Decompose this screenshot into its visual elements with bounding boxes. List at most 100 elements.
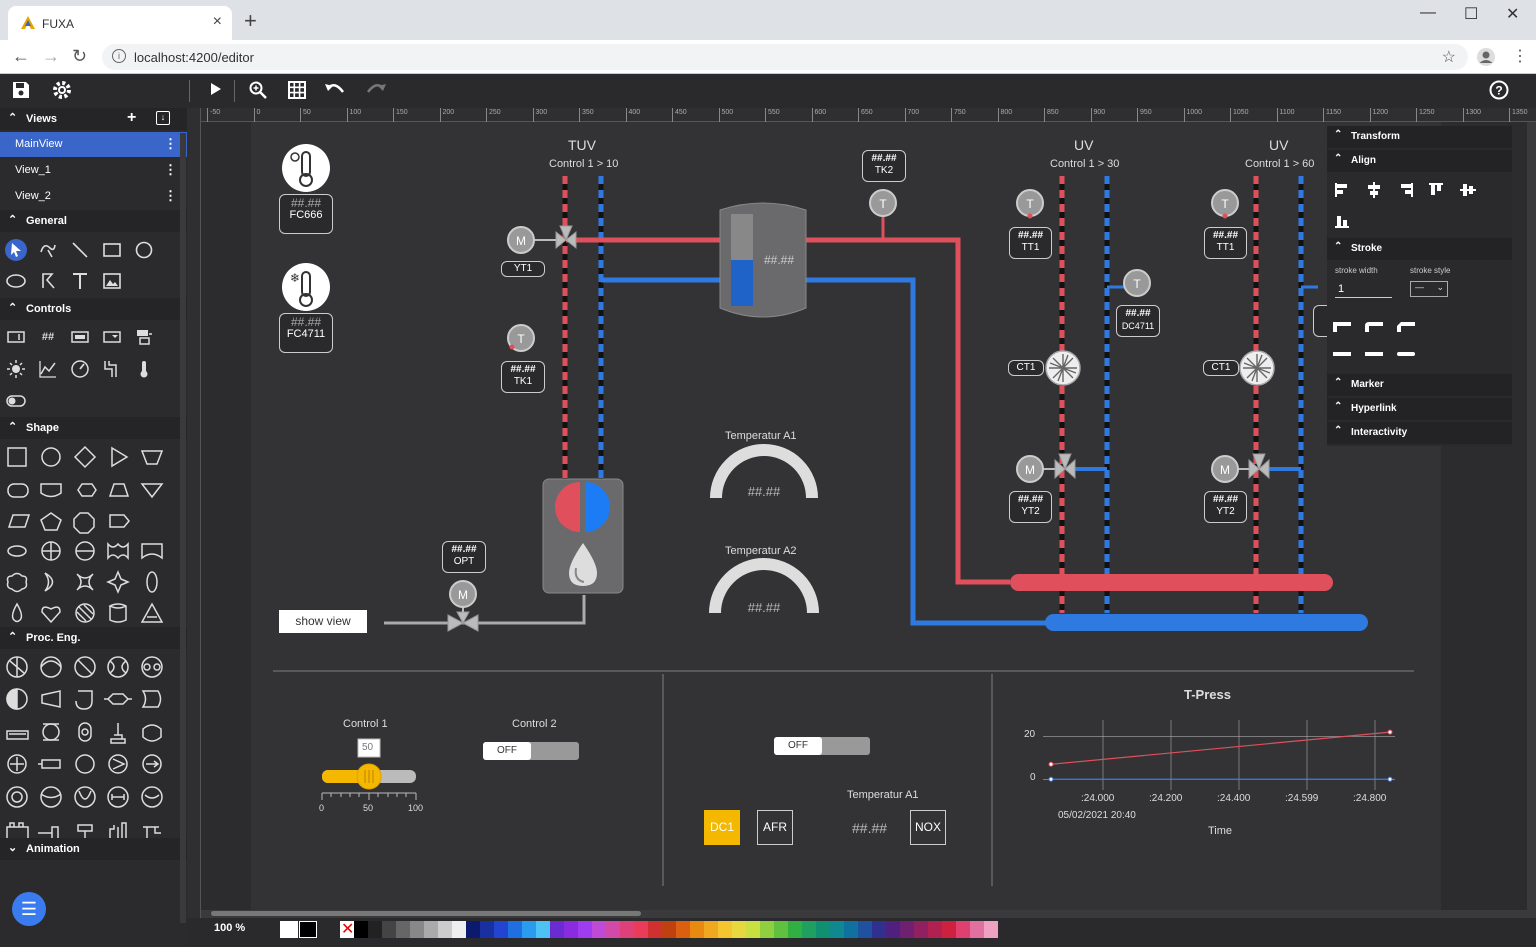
import-view-icon[interactable]: ↓ — [156, 111, 170, 125]
shape-header[interactable]: ⌃Shape — [0, 417, 187, 439]
nox-button[interactable]: NOX — [910, 810, 946, 845]
palette-swatch[interactable] — [914, 921, 928, 938]
sidebar-scrollbar[interactable] — [180, 133, 186, 923]
freezer-thermometer-icon[interactable]: ❄ — [282, 263, 330, 311]
palette-swatch[interactable] — [550, 921, 564, 938]
palette-swatch[interactable] — [746, 921, 760, 938]
palette-swatch[interactable] — [606, 921, 620, 938]
palette-swatch[interactable] — [382, 921, 396, 938]
palette-swatch[interactable] — [508, 921, 522, 938]
hyperlink-header[interactable]: ⌃Hyperlink — [1327, 398, 1512, 420]
info-icon[interactable]: i — [112, 49, 126, 63]
forward-icon[interactable]: → — [42, 46, 60, 66]
settings-icon[interactable] — [50, 80, 74, 102]
control1-slider[interactable] — [321, 763, 417, 800]
tk2-tag[interactable]: ##.##TK2 — [862, 150, 906, 182]
opt-tag[interactable]: ##.##OPT — [442, 541, 486, 573]
yt2-tag-1[interactable]: ##.##YT2 — [1009, 491, 1052, 523]
yt2-tag-2[interactable]: ##.##YT2 — [1204, 491, 1247, 523]
more-icon[interactable]: ⋮ — [164, 188, 177, 203]
palette-swatch[interactable] — [438, 921, 452, 938]
palette-swatch[interactable] — [816, 921, 830, 938]
zoom-level[interactable]: 100 % — [214, 922, 246, 934]
polyline-tool-icon[interactable] — [37, 270, 59, 292]
palette-swatch[interactable] — [354, 921, 368, 938]
palette-swatch[interactable] — [788, 921, 802, 938]
palette-swatch[interactable] — [578, 921, 592, 938]
dc1-button[interactable]: DC1 — [704, 810, 740, 845]
marker-header[interactable]: ⌃Marker — [1327, 374, 1512, 396]
chart-control-icon[interactable] — [37, 358, 59, 380]
palette-swatch[interactable] — [676, 921, 690, 938]
palette-swatch[interactable] — [956, 921, 970, 938]
boiler[interactable] — [542, 478, 624, 594]
help-icon[interactable]: ? — [1487, 80, 1511, 102]
close-tab-icon[interactable]: × — [212, 13, 222, 30]
tt1-tag-1[interactable]: ##.##TT1 — [1009, 227, 1052, 259]
maximize-icon[interactable]: ☐ — [1464, 6, 1479, 23]
palette-swatch[interactable] — [844, 921, 858, 938]
circle-tool-icon[interactable] — [133, 239, 155, 261]
image-tool-icon[interactable] — [101, 270, 123, 292]
palette-swatch[interactable] — [564, 921, 578, 938]
menu-fab-button[interactable]: ☰ — [12, 892, 46, 926]
shape-palette[interactable] — [0, 440, 180, 630]
play-icon[interactable] — [203, 80, 227, 102]
undo-icon[interactable] — [323, 80, 347, 102]
dc4711-tag[interactable]: ##.##DC4711 — [1116, 305, 1160, 337]
palette-swatch[interactable] — [522, 921, 536, 938]
browser-tab[interactable]: FUXA × — [8, 6, 232, 40]
palette-swatch[interactable] — [858, 921, 872, 938]
t-press-chart[interactable] — [1043, 720, 1395, 790]
save-icon[interactable] — [9, 80, 33, 102]
proc-eng-header[interactable]: ⌃Proc. Eng. — [0, 627, 187, 649]
minimize-icon[interactable]: — — [1420, 4, 1436, 21]
tt1-tag-2[interactable]: ##.##TT1 — [1204, 227, 1247, 259]
palette-swatch[interactable] — [410, 921, 424, 938]
animation-header[interactable]: ⌄Animation — [0, 838, 187, 860]
palette-swatch[interactable] — [592, 921, 606, 938]
more-icon[interactable]: ⋮ — [164, 136, 177, 151]
stroke-color-swatch[interactable] — [299, 921, 317, 938]
palette-swatch[interactable]: ✕ — [340, 921, 354, 938]
rectangle-tool-icon[interactable] — [101, 239, 123, 261]
palette-swatch[interactable] — [480, 921, 494, 938]
temp-transmitter-icon[interactable] — [507, 189, 1239, 352]
views-header[interactable]: ⌃ Views + ↓ — [0, 108, 187, 130]
switch-control[interactable]: OFF — [774, 737, 870, 755]
yt1-tag[interactable]: YT1 — [501, 261, 545, 277]
palette-swatch[interactable] — [494, 921, 508, 938]
three-way-valve[interactable] — [447, 225, 1270, 632]
thermometer-sensor-icon[interactable] — [282, 144, 330, 192]
afr-button[interactable]: AFR — [757, 810, 793, 845]
thermometer-control-icon[interactable] — [133, 358, 155, 380]
palette-swatch[interactable] — [704, 921, 718, 938]
proc-eng-palette[interactable] — [0, 651, 180, 841]
palette-swatch[interactable] — [648, 921, 662, 938]
text-tool-icon[interactable] — [69, 270, 91, 292]
color-palette[interactable]: ✕ — [340, 921, 998, 938]
toggle-switch-icon[interactable] — [5, 390, 27, 412]
ct1-tag-1[interactable]: CT1 — [1008, 360, 1044, 376]
output-value-icon[interactable]: ## — [41, 331, 55, 343]
palette-swatch[interactable] — [732, 921, 746, 938]
gauge-control-icon[interactable] — [69, 358, 91, 380]
palette-swatch[interactable] — [886, 921, 900, 938]
line-tool-icon[interactable] — [69, 239, 91, 261]
stroke-style-select[interactable]: —⌄ — [1410, 281, 1448, 297]
dc-tag-clipped[interactable] — [1313, 305, 1327, 337]
fill-color-swatch[interactable] — [280, 921, 298, 938]
motor-icon[interactable] — [449, 226, 1239, 608]
palette-swatch[interactable] — [424, 921, 438, 938]
profile-icon[interactable] — [1476, 47, 1496, 67]
palette-swatch[interactable] — [634, 921, 648, 938]
zoom-icon[interactable] — [246, 80, 270, 102]
gauge-temperatur-a2[interactable] — [709, 558, 819, 614]
ct1-tag-2[interactable]: CT1 — [1203, 360, 1239, 376]
url-field[interactable]: i localhost:4200/editor ☆ — [102, 44, 1468, 70]
bookmark-star-icon[interactable]: ☆ — [1441, 49, 1456, 66]
palette-swatch[interactable] — [620, 921, 634, 938]
palette-swatch[interactable] — [368, 921, 382, 938]
canvas-vertical-scrollbar[interactable] — [1527, 122, 1536, 910]
pointer-tool-icon[interactable] — [5, 239, 27, 261]
